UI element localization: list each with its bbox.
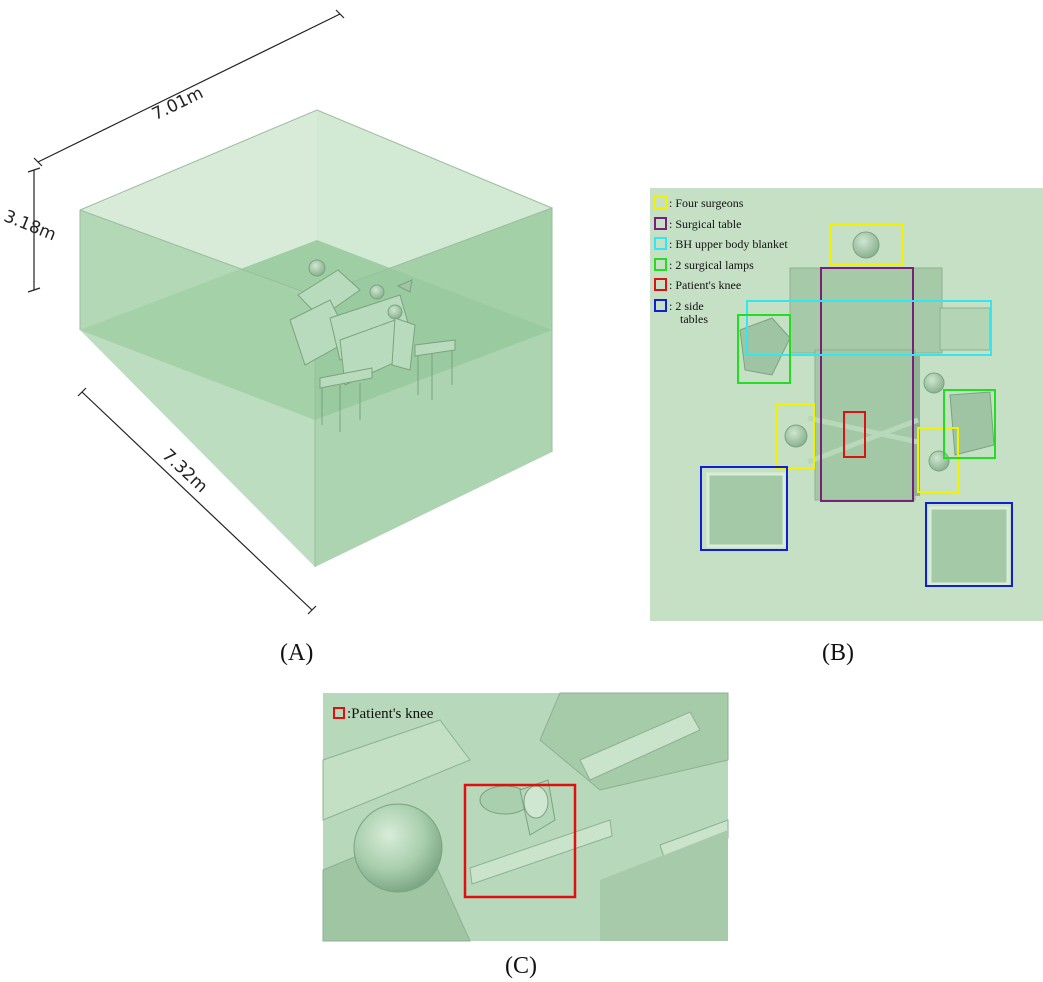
legend-swatch-blanket [654,237,667,250]
legend-swatch-lamps [654,258,667,271]
closeup-legend-swatch [333,707,345,719]
box-lamp-right [943,389,996,459]
legend-swatch-knee [654,278,667,291]
box-patient-knee [843,411,866,458]
or-equipment [289,259,456,432]
box-lamp-left [737,314,791,384]
legend-label-lamps: : 2 surgical lamps [669,258,754,272]
legend-label-blanket: : BH upper body blanket [669,237,788,251]
legend-label-knee: : Patient's knee [669,278,741,292]
caption-c: (C) [505,953,537,979]
legend-swatch-side-tables [654,299,667,312]
legend-label-side-tables: : 2 side [669,299,704,313]
dimension-lines [27,9,345,615]
surgeon-head-sphere [353,803,443,893]
legend-swatch-surgeons [654,196,667,209]
closeup-legend-label: :Patient's knee [347,706,434,722]
room-front-left-wall [80,210,315,567]
box-side-table-right [925,502,1013,587]
panel-b-top-view: : Four surgeons : Surgical table : BH up… [650,188,1043,621]
closeup-box-patient-knee [463,783,577,899]
dim-height-label: 3.18m [1,206,59,245]
legend: : Four surgeons : Surgical table : BH up… [654,196,788,326]
box-side-table-left [700,466,788,551]
legend-swatch-table [654,217,667,230]
panel-a-room-box [79,109,554,567]
legend-label-surgeons: : Four surgeons [669,196,744,210]
box-surgeon-top [830,224,904,265]
box-surgeon-left [775,403,815,469]
legend-label-side-tables-2: tables [680,312,708,326]
box-surgeon-right [917,427,959,493]
caption-b: (B) [822,640,854,666]
caption-a: (A) [280,640,314,666]
panel-c-closeup: :Patient's knee [322,692,729,942]
box-surgical-table [820,267,914,502]
dim-width-label: 7.01m [149,83,207,125]
legend-label-table: : Surgical table [669,217,741,231]
box-blanket [746,300,992,356]
